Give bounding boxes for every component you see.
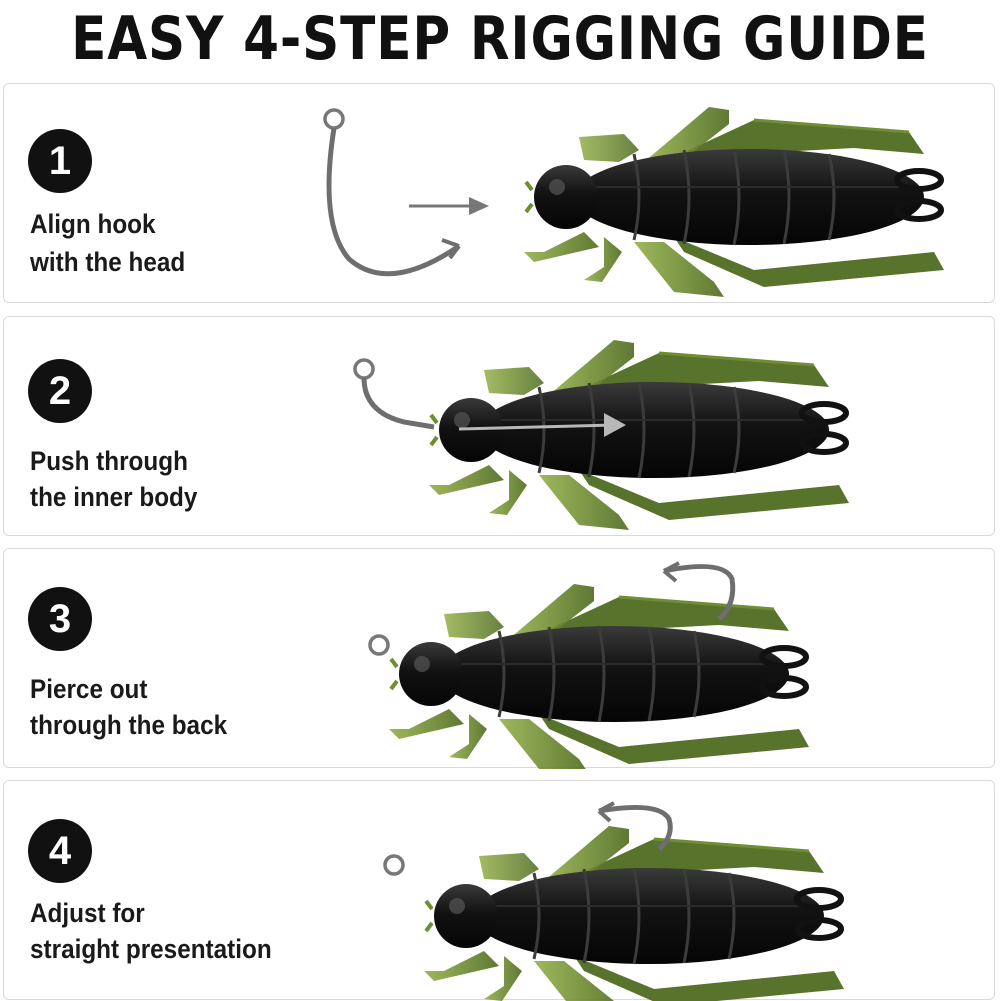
arrow-icon	[409, 197, 489, 215]
step-4-illustration	[383, 801, 996, 1001]
step-4-caption-line1: Adjust for	[30, 898, 145, 928]
step-2-number: 2	[28, 359, 92, 423]
step-3-illustration	[368, 561, 996, 769]
step-4-caption-line2: straight presentation	[30, 934, 272, 964]
hook-icon	[353, 358, 435, 430]
step-3-caption-line2: through the back	[30, 710, 228, 740]
step-1-caption-line2: with the head	[30, 247, 186, 277]
step-2-caption-line1: Push through	[30, 446, 188, 476]
step-3-number: 3	[28, 587, 92, 651]
step-3-caption-line1: Pierce out	[30, 674, 148, 704]
step-2-illustration	[353, 317, 996, 537]
hook-icon	[323, 108, 461, 277]
step-4-panel: 4 Adjust for straight presentation	[3, 780, 995, 1000]
step-2-panel: 2 Push through the inner body	[3, 316, 995, 536]
step-3-panel: 3 Pierce out through the back	[3, 548, 995, 768]
step-1-number: 1	[28, 129, 92, 193]
step-1-caption-line1: Align hook	[30, 209, 156, 239]
arrow-icon	[458, 413, 626, 437]
hook-icon	[368, 561, 736, 656]
guide-title: EASY 4-STEP RIGGING GUIDE	[71, 4, 929, 74]
hook-icon	[383, 801, 673, 876]
step-1-illustration	[323, 84, 996, 304]
step-4-number: 4	[28, 819, 92, 883]
step-2-caption-line2: the inner body	[30, 482, 198, 512]
step-1-panel: 1 Align hook with the head	[3, 83, 995, 303]
